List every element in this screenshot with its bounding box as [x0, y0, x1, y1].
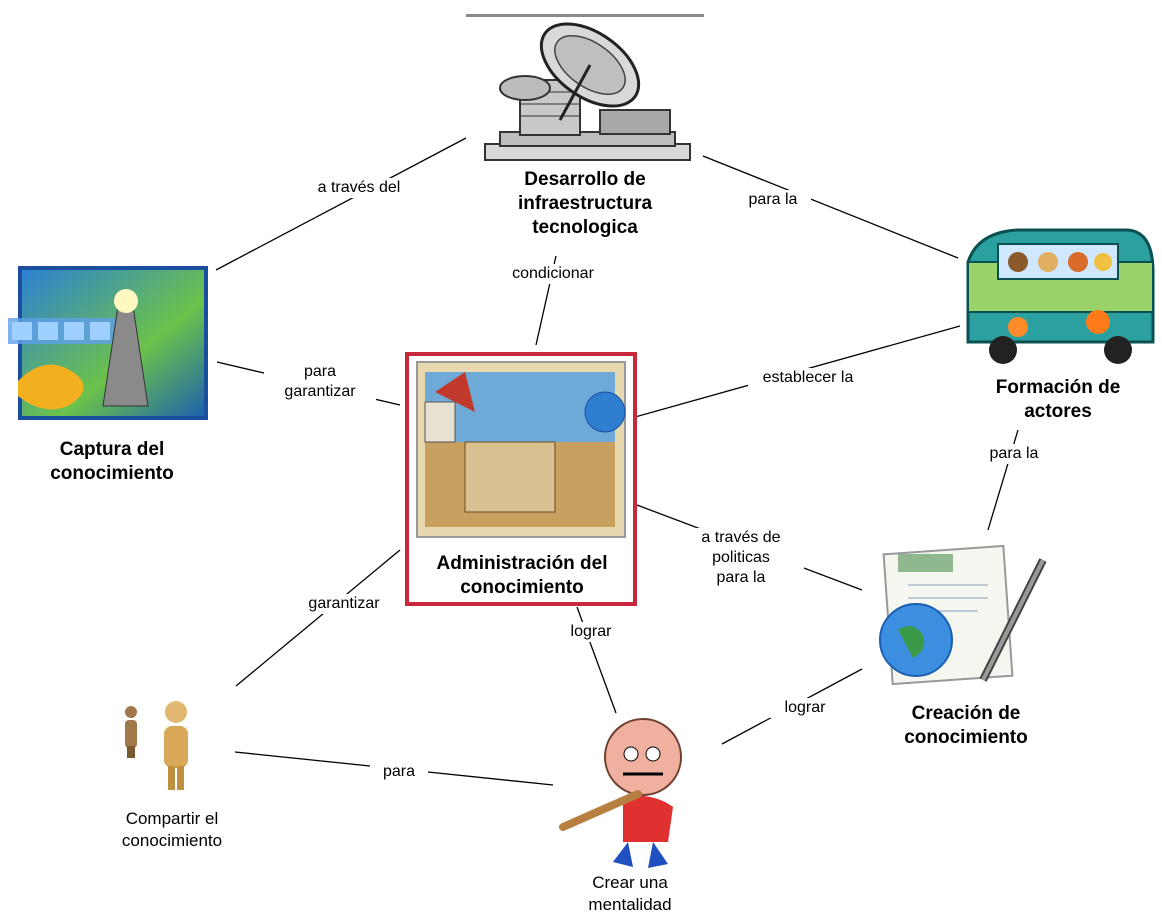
capture-lighthouse-icon [8, 266, 208, 420]
link-label-a-traves-del: a través del [296, 178, 422, 198]
link-label-a-traves-de-politicas: a través de politicas para la [678, 528, 804, 588]
html-globe-pen-icon [879, 544, 1047, 686]
satellite-dish-icon [484, 22, 691, 161]
link-label-lograr-center: lograr [554, 622, 628, 642]
administration-framed-icon [405, 352, 637, 606]
link-label-garantizar: garantizar [294, 594, 394, 614]
node-compartir-label: Compartir el conocimiento [121, 809, 223, 850]
node-creacion-label: Creación de conocimiento [904, 703, 1028, 748]
node-formacion-label: Formación de actores [995, 377, 1121, 422]
link-line-desarrollo-formacion [702, 155, 959, 259]
link-label-establecer-la: establecer la [748, 368, 868, 388]
node-desarrollo-label: Desarrollo de infraestructura tecnologic… [517, 169, 653, 238]
top-divider [466, 14, 704, 17]
people-icon [125, 701, 188, 790]
link-line-captura-desarrollo [215, 137, 467, 271]
angry-bat-guy-icon [559, 718, 682, 868]
link-label-para-bottom: para [370, 762, 428, 782]
link-label-lograr-right: lograr [770, 698, 840, 718]
node-mentalidad-label: Crear una mentalidad [588, 873, 672, 914]
link-label-para-garantizar: para garantizar [264, 362, 376, 402]
mystery-bus-icon [966, 228, 1155, 364]
node-administracion-label: Administración del conocimiento [436, 553, 608, 598]
node-captura-label: Captura del conocimiento [50, 439, 174, 484]
link-label-para-la-right: para la [976, 444, 1052, 464]
link-line-compartir-administracion [235, 549, 401, 687]
link-label-para-la-top: para la [735, 190, 811, 210]
link-label-condicionar: condicionar [494, 264, 612, 284]
